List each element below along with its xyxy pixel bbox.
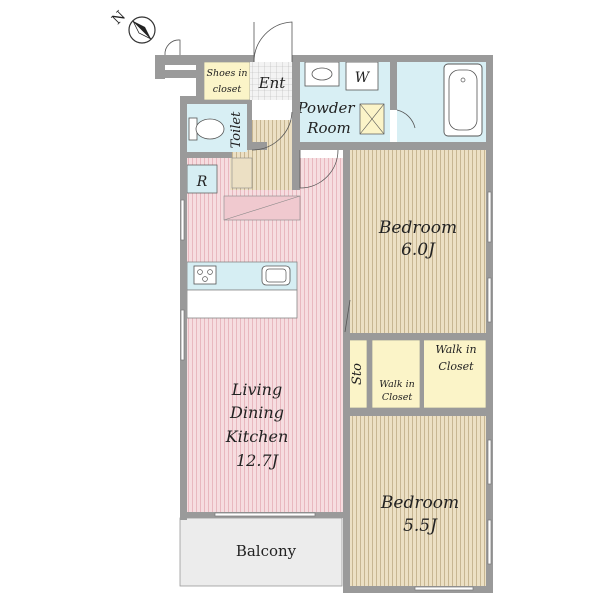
washer-label: W xyxy=(355,70,371,86)
walk-in-closet-1 xyxy=(422,339,487,409)
compass-icon xyxy=(128,16,156,44)
walk-in-closet-2-line2: Closet xyxy=(382,392,413,403)
refrigerator-label: R xyxy=(196,174,208,190)
bedroom-2-size: 5.5J xyxy=(403,516,438,536)
balcony-floor xyxy=(179,517,343,587)
ldk-label-1: Living xyxy=(231,380,282,399)
washbasin-icon xyxy=(304,61,340,87)
shoes-closet-line1: Shoes in xyxy=(206,68,247,79)
toilet-icon xyxy=(188,117,225,141)
stove-icon xyxy=(193,265,217,285)
shoes-closet xyxy=(203,61,251,101)
walk-in-closet-2-line1: Walk in xyxy=(379,379,415,390)
entrance-label: Ent xyxy=(258,74,287,92)
linen-cabinet-icon xyxy=(359,103,385,135)
walk-in-closet-1-line1: Walk in xyxy=(435,343,476,356)
compass-label: N xyxy=(109,8,129,28)
hallway-step xyxy=(231,157,253,189)
bedroom-1-floor xyxy=(350,150,486,333)
kitchen-counter-lower xyxy=(186,289,298,319)
bedroom-2-label: Bedroom xyxy=(380,493,459,513)
toilet-label: Toilet xyxy=(229,111,244,148)
bedroom-1-label: Bedroom xyxy=(378,218,457,238)
shoes-closet-line2: closet xyxy=(213,84,242,95)
powder-room-label-2: Room xyxy=(306,119,351,137)
ldk-label-4: 12.7J xyxy=(236,451,280,470)
entrance-floor xyxy=(250,62,292,100)
walk-in-closet-1-line2: Closet xyxy=(438,360,474,373)
ldk-label-3: Kitchen xyxy=(225,427,289,446)
bathtub-icon xyxy=(443,63,483,137)
ldk-label-2: Dining xyxy=(229,403,284,422)
storage-label: Sto xyxy=(350,363,365,385)
bedroom-2-floor xyxy=(350,416,486,586)
doors xyxy=(164,21,416,333)
sink-icon xyxy=(261,265,291,286)
windows xyxy=(180,191,492,591)
powder-room-label-1: Powder xyxy=(296,99,355,117)
balcony-label: Balcony xyxy=(236,542,297,560)
bedroom-1-size: 6.0J xyxy=(401,240,436,260)
